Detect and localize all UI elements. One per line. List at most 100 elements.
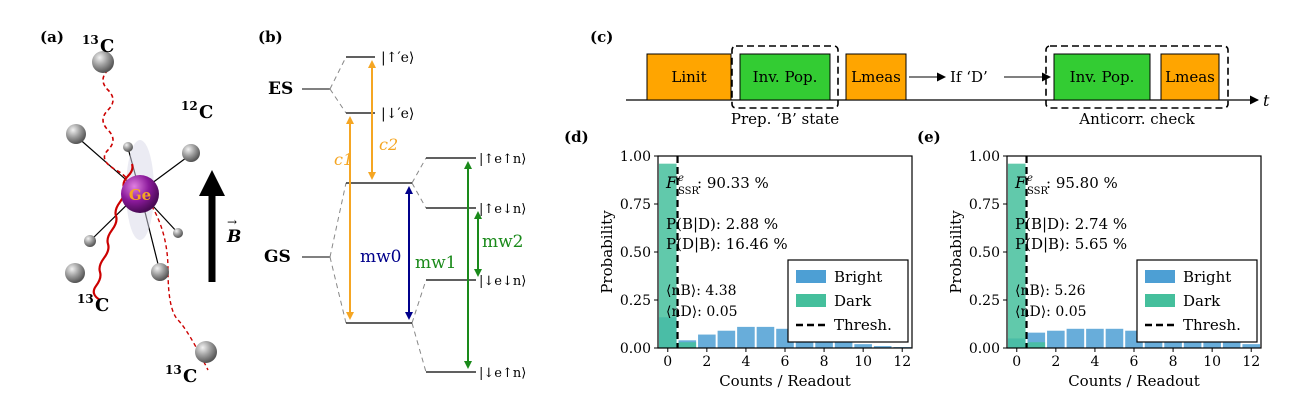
panel-c: (c) t Linit Inv. Pop. Lmeas Inv. Pop. Lm… <box>590 28 1270 128</box>
legend-label: Bright <box>834 268 882 286</box>
y-tick-label: 0.50 <box>620 245 651 261</box>
es-label: ES <box>268 79 293 99</box>
p-d-given-b: P(D|B): 16.46 % <box>666 235 788 253</box>
histogram-bar <box>834 340 853 348</box>
x-tick-label: 4 <box>741 354 750 370</box>
gs-ket-3: |↓e↓n⟩ <box>479 274 526 289</box>
block-invpop-1-text: Inv. Pop. <box>753 68 818 86</box>
block-linit <box>646 53 732 101</box>
fidelity-value: : 95.80 % <box>1046 174 1118 192</box>
ge-label: Ge <box>129 186 151 204</box>
panel-e-label: (e) <box>917 128 941 146</box>
isotope-label-13c-bottom: 13 C <box>165 363 197 387</box>
y-tick-label: 0.00 <box>620 341 651 357</box>
y-axis-label: Probability <box>598 210 616 294</box>
x-tick-label: 8 <box>820 354 829 370</box>
histogram-bar <box>854 344 872 348</box>
panel-c-label: (c) <box>590 28 613 46</box>
isotope-label-12c: 12 C <box>181 99 213 123</box>
wavy-bond-left <box>92 163 134 301</box>
svg-text:SSR: SSR <box>678 186 700 197</box>
svg-text:C: C <box>95 295 109 316</box>
svg-text:C: C <box>100 36 114 57</box>
block-lmeas-1 <box>845 53 907 101</box>
gs-label: GS <box>264 247 291 267</box>
x-tick-label: 4 <box>1090 354 1099 370</box>
histogram-bar <box>1066 328 1085 348</box>
x-tick-label: 8 <box>1169 354 1178 370</box>
svg-text:13: 13 <box>165 363 182 377</box>
c1-label: c1 <box>334 150 353 169</box>
histogram-bar <box>1242 344 1261 348</box>
cond-label: If ‘D’ <box>950 68 988 86</box>
mw1-label: mw1 <box>415 253 457 273</box>
histogram-bar <box>1007 163 1026 348</box>
mean-dark: ⟨nD⟩: 0.05 <box>666 304 738 320</box>
legend-swatch <box>1145 270 1175 283</box>
carbon-atom <box>84 235 96 247</box>
carbon-atom <box>195 341 217 363</box>
gs-ket-1: |↑e↑n⟩ <box>479 152 526 167</box>
es-up-ket: |↑′e⟩ <box>381 50 414 66</box>
isotope-label-13c-top: 13 C <box>82 33 114 57</box>
panel-b: (b) ES GS |↑′e⟩ | <box>258 28 526 381</box>
isotope-label-13c-left: 13 C <box>77 292 109 316</box>
histogram-bar <box>1047 330 1065 348</box>
prep-label: Prep. ‘B’ state <box>731 110 839 128</box>
fidelity-symbol: F <box>1014 173 1027 192</box>
p-d-given-b: P(D|B): 5.65 % <box>1015 235 1127 253</box>
y-axis-label: Probability <box>947 210 965 294</box>
block-linit-text: Linit <box>671 68 706 86</box>
svg-text:13: 13 <box>82 33 99 47</box>
x-tick-label: 2 <box>1051 354 1060 370</box>
svg-text:e: e <box>1027 173 1033 184</box>
carbon-atom <box>182 144 200 162</box>
x-tick-label: 12 <box>893 354 911 370</box>
histogram-bar <box>1105 328 1124 348</box>
mean-bright: ⟨nB⟩: 4.38 <box>666 283 737 299</box>
field-label: B <box>226 227 241 247</box>
anti-label: Anticorr. check <box>1078 110 1195 128</box>
svg-text:C: C <box>183 366 197 387</box>
x-tick-label: 6 <box>781 354 790 370</box>
y-tick-label: 0.00 <box>969 341 1000 357</box>
mw2-label: mw2 <box>482 232 524 252</box>
energy-levels <box>346 56 476 373</box>
block-invpop-1 <box>739 53 831 101</box>
histogram-bar <box>737 326 755 348</box>
fidelity-value: : 90.33 % <box>697 174 769 192</box>
y-tick-label: 1.00 <box>620 149 651 165</box>
x-tick-label: 0 <box>1012 354 1021 370</box>
histogram-bar <box>698 334 716 348</box>
legend-swatch <box>796 270 826 283</box>
carbon-atom <box>66 124 86 144</box>
carbon-atom <box>151 263 169 281</box>
level-brackets <box>302 88 330 258</box>
histogram-bar <box>1086 328 1104 348</box>
x-tick-label: 10 <box>854 354 872 370</box>
p-b-given-d: P(B|D): 2.88 % <box>666 215 778 233</box>
svg-text:C: C <box>199 102 213 123</box>
legend-label: Dark <box>1183 292 1221 310</box>
dashed-box-prep <box>731 45 839 109</box>
legend-label: Thresh. <box>834 316 892 334</box>
carbon-atom <box>92 51 114 73</box>
mw0-label: mw0 <box>360 247 402 267</box>
stats-text: F e SSR : 90.33 % P(B|D): 2.88 % P(D|B):… <box>665 173 788 320</box>
y-tick-label: 0.75 <box>620 197 651 213</box>
svg-text:13: 13 <box>77 292 94 306</box>
mean-dark: ⟨nD⟩: 0.05 <box>1015 304 1087 320</box>
y-tick-label: 0.25 <box>969 293 1000 309</box>
histogram-bar <box>1027 342 1046 348</box>
legend-label: Bright <box>1183 268 1231 286</box>
panel-a-label: (a) <box>40 28 64 46</box>
field-arrow-head <box>199 170 225 196</box>
x-axis-label: Counts / Readout <box>719 372 851 390</box>
histogram-bar <box>678 342 697 348</box>
carbon-atom <box>65 263 85 283</box>
y-tick-label: 1.00 <box>969 149 1000 165</box>
histogram-bar <box>717 330 736 348</box>
histogram-bar <box>1203 340 1221 348</box>
wavy-bond-top <box>102 69 130 191</box>
